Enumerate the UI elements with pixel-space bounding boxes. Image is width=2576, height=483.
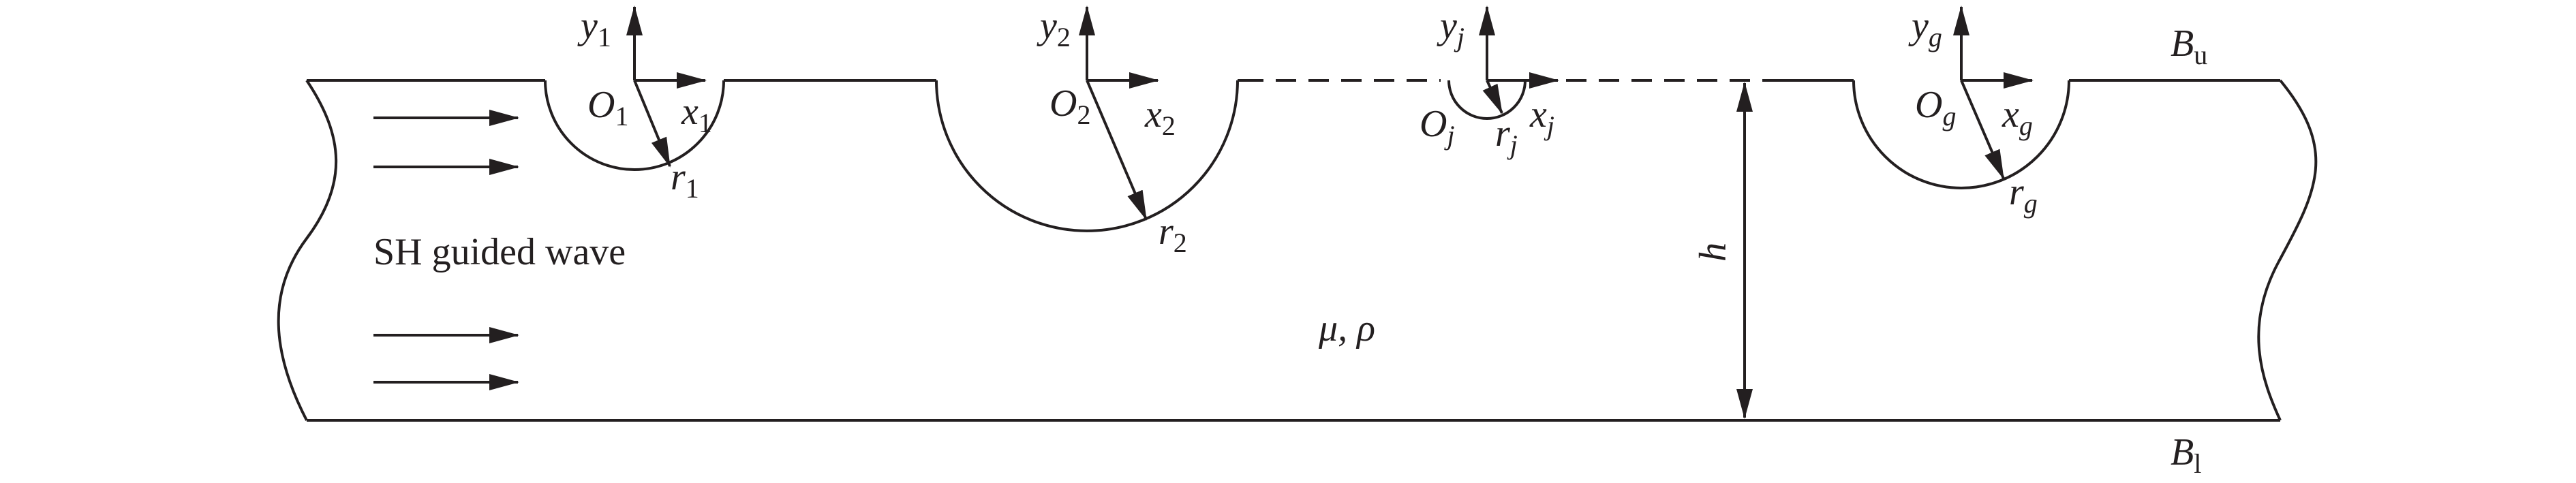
cavity-g-radius-label: rg [2009, 171, 2038, 219]
cavity-1-y-label: y1 [577, 5, 611, 52]
cavity-g-y-label: yg [1908, 5, 1942, 52]
upper-boundary-label: Bu [2171, 22, 2207, 70]
lower-boundary-label: Bl [2171, 431, 2201, 479]
cavity-1-radius-label: r1 [671, 156, 699, 204]
cavity-j-radius-arrow [1482, 80, 1503, 114]
cavity-g-x-label: xg [2002, 93, 2033, 141]
cavity-1-x-label: x1 [681, 91, 712, 138]
cavity-j-x-label: xj [1529, 93, 1554, 141]
thickness-label: h [1692, 243, 1734, 262]
cavity-j-edge [1447, 80, 1527, 120]
cavity-g-edge [1852, 80, 2070, 189]
right-wavy-boundary [2257, 79, 2318, 421]
cavity-2-radius-arrow [1086, 80, 1148, 221]
cavity-j-origin-label: Oj [1420, 103, 1455, 151]
cavity-2-radius-label: r2 [1159, 211, 1187, 258]
cavity-2-y-label: y2 [1037, 5, 1071, 52]
cavity-1-radius-arrow [633, 80, 671, 168]
cavity-j-y-label: yj [1437, 5, 1465, 52]
cavity-1-edge [544, 80, 725, 171]
cavity-g-radius-arrow [1960, 80, 2005, 180]
wave-label: SH guided wave [373, 231, 626, 273]
material-label: μ, ρ [1318, 307, 1375, 349]
cavity-2-edge [935, 80, 1239, 232]
cavity-2-origin-label: O2 [1049, 82, 1090, 130]
cavity-1-origin-label: O1 [587, 84, 628, 131]
cavity-j-radius-label: rj [1495, 112, 1518, 160]
cavity-g-origin-label: Og [1915, 84, 1956, 131]
left-wavy-boundary [277, 79, 338, 421]
cavity-2-x-label: x2 [1144, 93, 1176, 141]
